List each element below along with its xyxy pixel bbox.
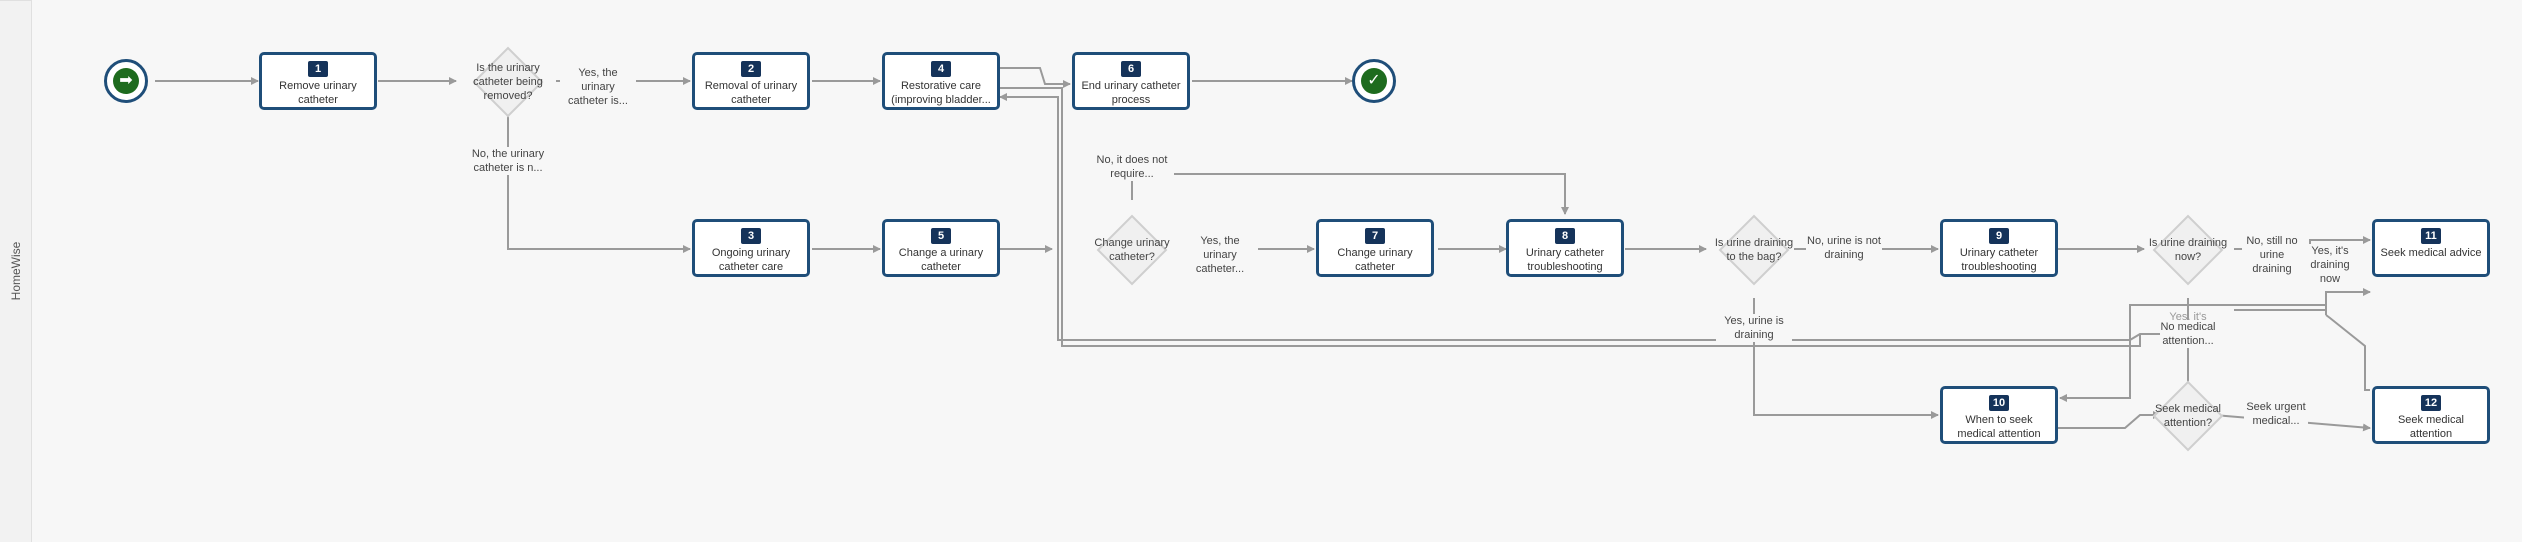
connector: [999, 93, 2327, 341]
task-10[interactable]: 10 When to seek medical attention: [1940, 386, 2058, 444]
task-9[interactable]: 9 Urinary catheter troubleshooting: [1940, 219, 2058, 277]
end-event[interactable]: ✓: [1352, 59, 1396, 103]
task-11[interactable]: 11 Seek medical advice: [2372, 219, 2490, 277]
task-6[interactable]: 6 End urinary catheter process: [1072, 52, 1190, 110]
task-title: When to seek medical attention: [1957, 414, 2041, 440]
task-5[interactable]: 5 Change a urinary catheter: [882, 219, 1000, 277]
edge-label-g4-yes: Yes, it's draining now: [2302, 244, 2358, 286]
task-title: End urinary catheter process: [1081, 80, 1181, 106]
task-number: 1: [308, 61, 328, 77]
task-title: Urinary catheter troubleshooting: [1525, 247, 1605, 273]
task-number: 7: [1365, 228, 1385, 244]
swimlane-header: HomeWise: [0, 0, 32, 542]
task-number: 9: [1989, 228, 2009, 244]
task-title: Removal of urinary catheter: [704, 80, 798, 106]
task-number: 3: [741, 228, 761, 244]
task-3[interactable]: 3 Ongoing urinary catheter care: [692, 219, 810, 277]
task-8[interactable]: 8 Urinary catheter troubleshooting: [1506, 219, 1624, 277]
edge-label-g5-no: No medical attention...: [2160, 320, 2216, 348]
task-number: 12: [2421, 395, 2441, 411]
task-title: Remove urinary catheter: [279, 80, 357, 106]
connector: [2058, 411, 2161, 429]
task-title: Change a urinary catheter: [898, 247, 984, 273]
gateway-label-g1: Is the urinary catheter being removed?: [473, 62, 543, 102]
connector: [1000, 67, 1071, 88]
edge-label-g2-yes: Yes, the urinary catheter...: [1182, 234, 1258, 276]
task-title: Ongoing urinary catheter care: [711, 247, 791, 273]
gateway-label-g4: Is urine draining now?: [2148, 237, 2228, 263]
task-1[interactable]: 1 Remove urinary catheter: [259, 52, 377, 110]
task-number: 5: [931, 228, 951, 244]
check-icon: ✓: [1361, 68, 1387, 94]
task-number: 8: [1555, 228, 1575, 244]
gateway-label-g3: Is urine draining to the bag?: [1714, 237, 1794, 263]
gateway-label-g5: Seek medical attention?: [2154, 403, 2222, 429]
arrow-right-icon: ➡: [113, 68, 139, 94]
task-4[interactable]: 4 Restorative care (improving bladder...: [882, 52, 1000, 110]
edge-label-g1-no: No, the urinary catheter is n...: [470, 147, 546, 175]
edge-label-g2-no: No, it does not require...: [1090, 153, 1174, 181]
gateway-label-g2: Change urinary catheter?: [1094, 237, 1170, 263]
start-event[interactable]: ➡: [104, 59, 148, 103]
task-title: Seek medical attention: [2397, 414, 2465, 440]
task-title: Seek medical advice: [2380, 247, 2482, 259]
task-title: Urinary catheter troubleshooting: [1959, 247, 2039, 273]
edge-label-g4-no: No, still no urine draining: [2242, 234, 2302, 276]
edge-label-g3-yes: Yes, urine is draining: [1716, 314, 1792, 342]
task-number: 4: [931, 61, 951, 77]
task-12[interactable]: 12 Seek medical attention: [2372, 386, 2490, 444]
task-number: 2: [741, 61, 761, 77]
edge-label-g1-yes: Yes, the urinary catheter is...: [560, 66, 636, 108]
connector: [507, 110, 691, 253]
task-number: 11: [2421, 228, 2441, 244]
connector: [1000, 87, 2141, 347]
task-number: 10: [1989, 395, 2009, 411]
task-7[interactable]: 7 Change urinary catheter: [1316, 219, 1434, 277]
edge-label-g3-no: No, urine is not draining: [1806, 234, 1882, 262]
edge-label-g5-yes: Seek urgent medical...: [2244, 400, 2308, 428]
connector: [2325, 314, 2370, 391]
task-2[interactable]: 2 Removal of urinary catheter: [692, 52, 810, 110]
connector: [1131, 173, 1569, 215]
task-title: Change urinary catheter: [1337, 247, 1413, 273]
connector: [2234, 288, 2371, 311]
task-number: 6: [1121, 61, 1141, 77]
task-title: Restorative care (improving bladder...: [891, 80, 991, 106]
